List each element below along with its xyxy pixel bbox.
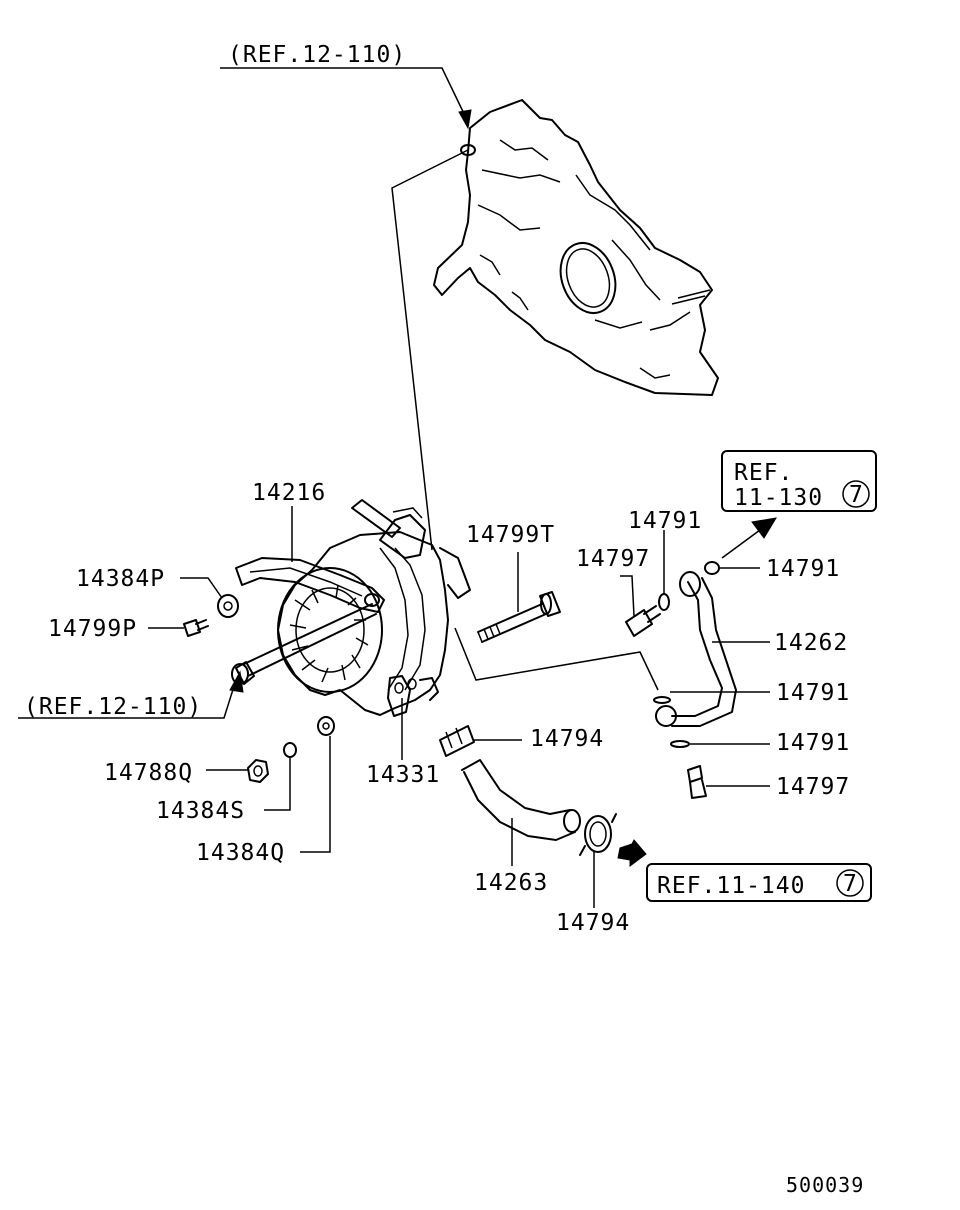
ref-box-11-140-label: REF.11-140 — [657, 873, 805, 899]
ref-label-left: (REF.12-110) — [24, 694, 202, 720]
washer-14384p — [217, 594, 239, 618]
label-14216: 14216 — [252, 480, 326, 506]
adjusting-bracket — [235, 557, 385, 613]
label-14791-b: 14791 — [766, 556, 840, 582]
washer-14384q — [317, 716, 335, 736]
washer-14791-d — [670, 740, 690, 748]
label-14384s: 14384S — [156, 798, 245, 824]
bolt-14799t — [477, 591, 561, 643]
label-14384q: 14384Q — [196, 840, 285, 866]
label-14788q: 14788Q — [104, 760, 193, 786]
label-14791-c: 14791 — [776, 680, 850, 706]
diagram-code: 500039 — [786, 1173, 864, 1197]
water-hose-14263 — [461, 759, 581, 841]
oil-hose-14262 — [655, 571, 737, 727]
washer-14791-c — [653, 696, 671, 704]
label-14263: 14263 — [474, 870, 548, 896]
eye-bolt-14797-a — [625, 605, 661, 637]
ref-box-11-140[interactable]: REF.11-140 7 — [646, 863, 872, 902]
label-14262: 14262 — [774, 630, 848, 656]
ref-label-top: (REF.12-110) — [228, 42, 406, 68]
label-14794-b: 14794 — [556, 910, 630, 936]
label-14799p: 14799P — [48, 616, 137, 642]
ref-box-11-130[interactable]: REF. 11-130 7 — [721, 450, 877, 512]
clamp-14794-b — [579, 813, 617, 856]
washer-14791-b — [704, 561, 720, 575]
nut-14788q — [247, 759, 269, 783]
ref-box-11-130-line1: REF. — [734, 460, 793, 486]
bolt-14799p — [183, 619, 209, 637]
label-14331: 14331 — [366, 762, 440, 788]
washer-14791-a — [658, 593, 670, 611]
label-14797-a: 14797 — [576, 546, 650, 572]
label-14791-d: 14791 — [776, 730, 850, 756]
label-14794-a: 14794 — [530, 726, 604, 752]
through-bolt — [231, 603, 377, 685]
clamp-14794-a — [439, 725, 475, 757]
eye-bolt-14797-b — [687, 765, 707, 799]
label-14384p: 14384P — [76, 566, 165, 592]
ref-box-11-140-circle: 7 — [843, 871, 858, 897]
ref-box-11-130-line2: 11-130 — [734, 485, 823, 511]
spring-washer-14384s — [283, 742, 297, 758]
alternator — [277, 499, 471, 717]
label-14797-b: 14797 — [776, 774, 850, 800]
timing-cover — [433, 99, 719, 396]
label-14799t: 14799T — [466, 522, 555, 548]
ref-box-11-130-circle: 7 — [849, 482, 864, 508]
label-14791-a: 14791 — [628, 508, 702, 534]
